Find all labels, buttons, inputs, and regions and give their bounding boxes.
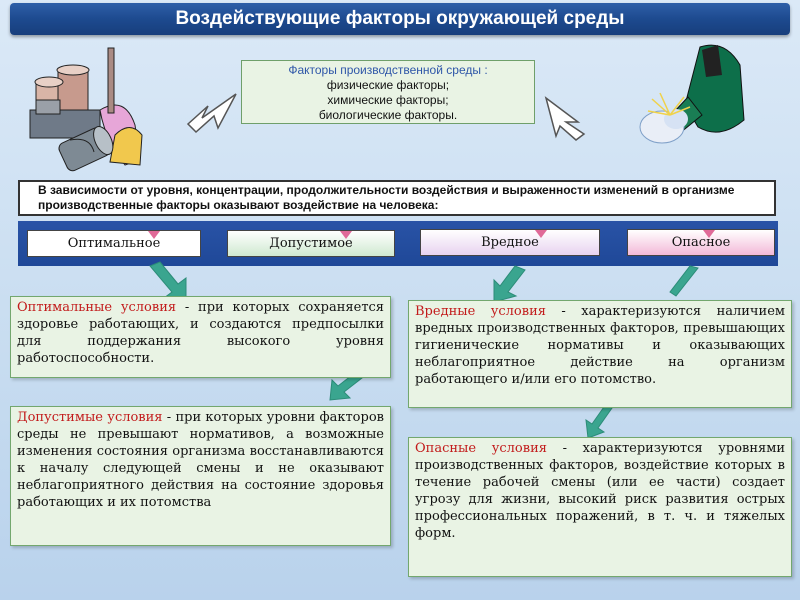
arrow-to-harmful: [493, 265, 526, 303]
optimal-conditions-box: Оптимальные условия - при которых сохран…: [10, 296, 391, 378]
acceptable-term: Допустимые условия: [17, 410, 163, 425]
title-bar: Воздействующие факторы окружающей среды: [10, 3, 790, 35]
harmful-term: Вредные условия: [415, 304, 546, 319]
dangerous-term: Опасные условия: [415, 441, 547, 456]
arrow-to-dangerous: [669, 265, 699, 297]
factor-chemical: химические факторы;: [327, 93, 449, 107]
dangerous-conditions-box: Опасные условия - характеризуются уровня…: [408, 437, 792, 577]
level-optimal: Оптимальное: [27, 230, 201, 257]
factors-heading: Факторы производственной среды :: [288, 63, 488, 77]
dependency-statement: В зависимости от уровня, концентрации, п…: [18, 180, 776, 216]
level-dangerous: Опасное: [627, 229, 775, 256]
left-outline-arrow: [186, 93, 237, 134]
factor-physical: физические факторы;: [326, 78, 450, 92]
arrow-to-dangerous-box: [585, 403, 613, 439]
right-outline-arrow: [544, 96, 586, 141]
factor-biological: биологические факторы.: [318, 108, 458, 122]
level-acceptable: Допустимое: [227, 230, 395, 257]
harmful-description: - характеризуются наличием вредных произ…: [415, 304, 785, 387]
dangerous-description: - характеризуются уровнями производствен…: [415, 441, 785, 541]
optimal-term: Оптимальные условия: [17, 300, 177, 315]
acceptable-conditions-box: Допустимые условия - при которых уровни …: [10, 406, 391, 546]
optimal-description: - при которых сохраняется здоровье работ…: [17, 300, 384, 366]
slide-title: Воздействующие факторы окружающей среды: [175, 8, 625, 29]
level-harmful: Вредное: [420, 229, 600, 256]
production-factors-box: Факторы производственной среды : физичес…: [241, 60, 535, 124]
harmful-conditions-box: Вредные условия - характеризуются наличи…: [408, 300, 792, 408]
arrow-to-optimal: [149, 261, 187, 301]
acceptable-description: - при которых уровни факторов среды не п…: [17, 410, 384, 510]
